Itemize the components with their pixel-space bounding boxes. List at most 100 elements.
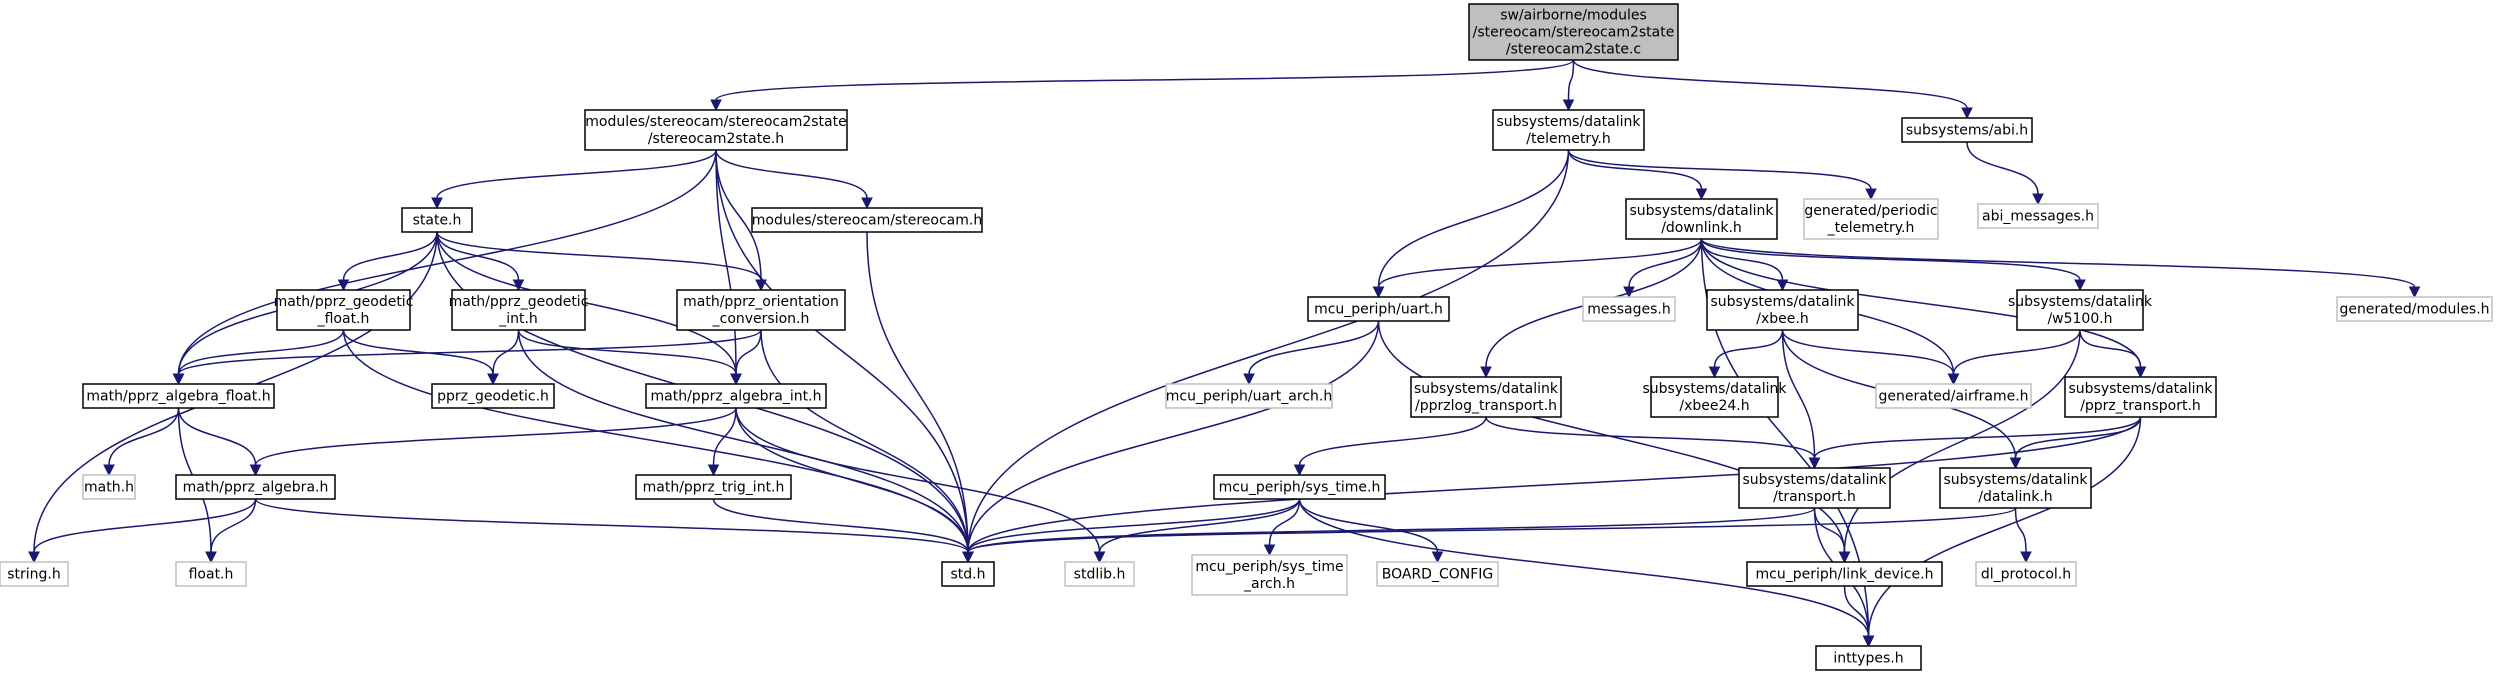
node-label: generated/modules.h: [2339, 302, 2489, 318]
edge-sys_time-to-board_config: [1298, 498, 1444, 564]
node-pprz-geodetic[interactable]: pprz_geodetic.h: [431, 383, 555, 409]
node-geo-int[interactable]: math/pprz_geodetic_int.h: [449, 289, 589, 331]
edge-sys_time-to-sys_time_arch: [1263, 498, 1301, 557]
edge-alg_int-to-trig_int: [707, 407, 737, 477]
node-label: sw/airborne/modules: [1500, 8, 1647, 24]
node-math-h[interactable]: math.h: [82, 474, 136, 500]
node-label: /w5100.h: [2047, 311, 2112, 327]
edge-datalink-to-std_h: [962, 507, 2017, 564]
node-state[interactable]: state.h: [401, 207, 473, 233]
node-label: subsystems/datalink: [1643, 381, 1788, 397]
node-link-device[interactable]: mcu_periph/link_device.h: [1746, 561, 1943, 587]
node-modules-gen[interactable]: generated/modules.h: [2336, 296, 2493, 322]
node-xbee[interactable]: subsystems/datalink/xbee.h: [1706, 289, 1859, 331]
node-label: _int.h: [498, 311, 538, 327]
node-periodic[interactable]: generated/periodic_telemetry.h: [1803, 198, 1939, 240]
edge-uart-to-std_h: [962, 320, 1380, 564]
node-airframe[interactable]: generated/airframe.h: [1875, 383, 2032, 409]
node-label: stdlib.h: [1074, 567, 1126, 583]
node-abi[interactable]: subsystems/abi.h: [1901, 117, 2033, 143]
node-orient[interactable]: math/pprz_orientation_conversion.h: [676, 289, 846, 331]
node-trig-int[interactable]: math/pprz_trig_int.h: [635, 474, 792, 500]
node-pprzlog[interactable]: subsystems/datalink/pprzlog_transport.h: [1410, 376, 1562, 418]
node-inttypes[interactable]: inttypes.h: [1815, 645, 1922, 671]
edge-root-to-s2s_h: [710, 59, 1575, 112]
edge-xbee-to-airframe: [1781, 329, 1960, 386]
node-stdlib-h[interactable]: stdlib.h: [1064, 561, 1135, 587]
node-xbee24[interactable]: subsystems/datalink/xbee24.h: [1643, 376, 1788, 418]
node-stereocam[interactable]: modules/stereocam/stereocam.h: [751, 207, 983, 233]
node-label: dl_protocol.h: [1981, 567, 2071, 583]
node-telemetry[interactable]: subsystems/datalink/telemetry.h: [1492, 109, 1645, 151]
edge-geo_int-to-std_h: [517, 329, 974, 564]
node-dl-protocol[interactable]: dl_protocol.h: [1975, 561, 2077, 587]
node-label: generated/airframe.h: [1878, 389, 2028, 405]
node-label: /stereocam/stereocam2state: [1473, 25, 1675, 41]
node-label: subsystems/datalink: [2069, 381, 2214, 397]
edge-xbee-to-transport: [1781, 329, 1821, 470]
edge-downlink-to-uart: [1372, 238, 1703, 299]
node-string-h[interactable]: string.h: [0, 561, 69, 587]
node-root[interactable]: sw/airborne/modules/stereocam/stereocam2…: [1468, 3, 1679, 61]
node-label: subsystems/datalink: [2008, 294, 2153, 310]
node-label: mcu_periph/link_device.h: [1756, 567, 1934, 583]
node-messages[interactable]: messages.h: [1582, 296, 1676, 322]
node-label: subsystems/abi.h: [1906, 123, 2028, 139]
edge-downlink-to-w5100: [1700, 238, 2086, 292]
node-label: std.h: [951, 567, 986, 583]
node-label: mcu_periph/sys_time.h: [1219, 480, 1381, 496]
edge-alg_int-to-alg: [249, 407, 737, 477]
edge-sys_time-to-stdlib_h: [1093, 498, 1301, 564]
node-label: math/pprz_algebra_int.h: [651, 389, 822, 405]
node-label: _float.h: [317, 311, 370, 327]
edge-geo_int-to-pprz_geodetic: [487, 329, 520, 386]
edge-telemetry-to-periodic: [1567, 149, 1877, 201]
node-label: modules/stereocam/stereocam2state: [585, 114, 846, 130]
node-label: BOARD_CONFIG: [1382, 567, 1494, 583]
node-label: subsystems/datalink: [1711, 294, 1856, 310]
node-alg-float[interactable]: math/pprz_algebra_float.h: [82, 383, 275, 409]
node-label: subsystems/datalink: [1743, 472, 1888, 488]
node-abi-messages[interactable]: abi_messages.h: [1977, 203, 2099, 229]
node-w5100[interactable]: subsystems/datalink/w5100.h: [2008, 289, 2153, 331]
node-label: mcu_periph/uart.h: [1314, 302, 1443, 318]
edge-alg-to-std_h: [254, 498, 974, 564]
node-label: /transport.h: [1773, 489, 1856, 505]
node-geo-float[interactable]: math/pprz_geodetic_float.h: [274, 289, 414, 331]
node-alg[interactable]: math/pprz_algebra.h: [175, 474, 336, 500]
edge-uart-to-uart_arch: [1243, 320, 1380, 386]
node-datalink[interactable]: subsystems/datalink/datalink.h: [1939, 467, 2092, 509]
node-label: mcu_periph/uart_arch.h: [1166, 389, 1332, 405]
node-sys-time[interactable]: mcu_periph/sys_time.h: [1213, 474, 1386, 500]
edge-state-to-geo_float: [337, 231, 438, 292]
node-float-h[interactable]: float.h: [175, 561, 247, 587]
edge-alg-to-float_h: [205, 498, 257, 564]
node-board-config[interactable]: BOARD_CONFIG: [1376, 561, 1499, 587]
node-alg-int[interactable]: math/pprz_algebra_int.h: [645, 383, 827, 409]
node-label: /xbee.h: [1756, 311, 1808, 327]
node-label: subsystems/datalink: [1414, 381, 1559, 397]
edge-alg-to-string_h: [28, 498, 257, 564]
edge-w5100-to-pprz_transport: [2079, 329, 2147, 379]
node-label: messages.h: [1587, 302, 1671, 318]
node-label: subsystems/datalink: [1630, 203, 1775, 219]
node-std-h[interactable]: std.h: [941, 561, 995, 587]
node-downlink[interactable]: subsystems/datalink/downlink.h: [1625, 198, 1778, 240]
node-uart-arch[interactable]: mcu_periph/uart_arch.h: [1165, 383, 1333, 409]
node-label: /datalink.h: [1978, 489, 2052, 505]
edge-s2s_h-to-stereocam: [715, 149, 873, 210]
node-label: string.h: [7, 567, 61, 583]
edge-pprzlog-to-transport: [1485, 416, 1821, 470]
edge-w5100-to-airframe: [1947, 329, 2081, 386]
node-label: /pprz_transport.h: [2080, 398, 2201, 414]
edge-transport-to-std_h: [962, 507, 1816, 564]
node-pprz-transport[interactable]: subsystems/datalink/pprz_transport.h: [2064, 376, 2217, 418]
node-uart[interactable]: mcu_periph/uart.h: [1307, 296, 1450, 322]
node-label: /xbee24.h: [1679, 398, 1749, 414]
node-sys-time-arch[interactable]: mcu_periph/sys_time_arch.h: [1191, 554, 1348, 596]
node-s2s-h[interactable]: modules/stereocam/stereocam2state/stereo…: [584, 109, 848, 151]
node-transport[interactable]: subsystems/datalink/transport.h: [1738, 467, 1891, 509]
edge-alg_float-to-alg: [177, 407, 262, 477]
edge-downlink-to-modules_gen: [1700, 238, 2421, 299]
